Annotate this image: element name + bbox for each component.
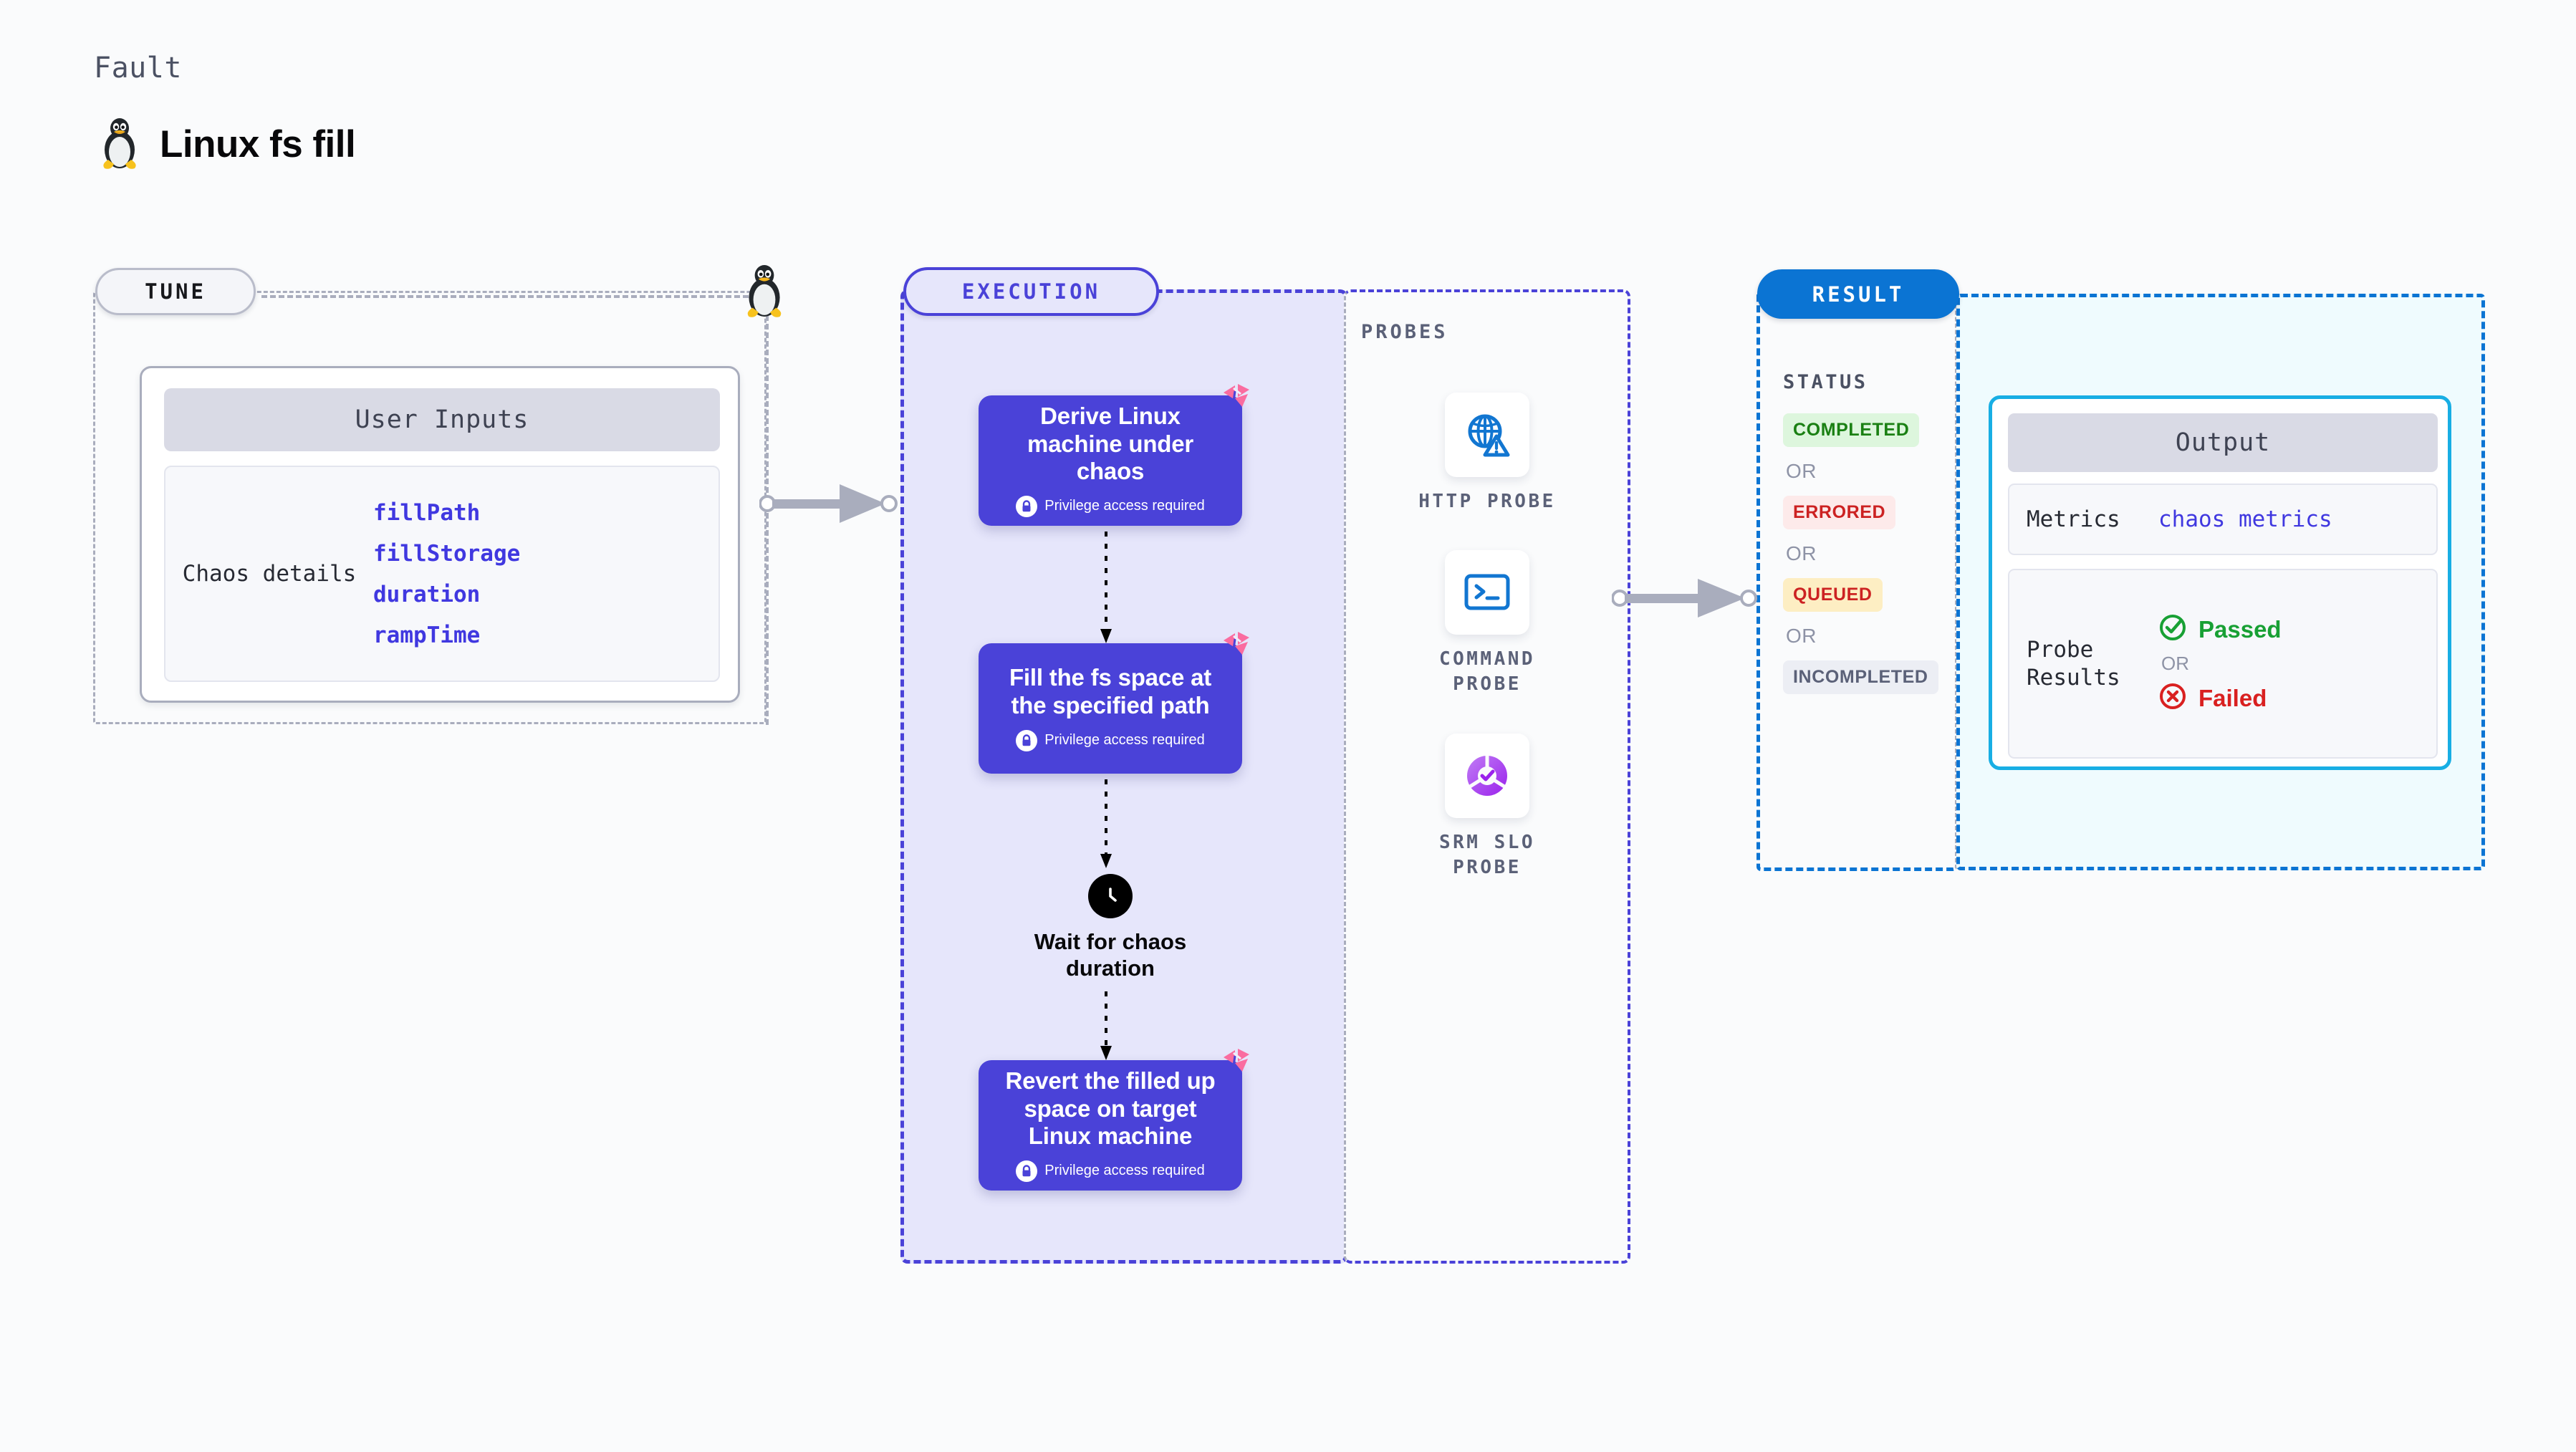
probes-title: PROBES	[1361, 321, 1448, 343]
arrow-probes-to-result	[1611, 576, 1762, 624]
output-metrics-key: Metrics	[2027, 506, 2120, 532]
output-header: Output	[2008, 413, 2438, 472]
probe-result-passed: Passed	[2158, 613, 2282, 645]
output-metrics-value[interactable]: chaos metrics	[2158, 506, 2332, 532]
output-metrics-row: Metrics chaos metrics	[2008, 484, 2438, 555]
execution-step-1-privilege: Privilege access required	[1016, 495, 1205, 517]
chaos-details-row: Chaos details fillPath fillStorage durat…	[164, 466, 720, 682]
input-duration[interactable]: duration	[373, 581, 481, 607]
check-circle-icon	[2158, 613, 2187, 645]
execution-step-2[interactable]: Fill the fs space at the specified path …	[979, 632, 1249, 774]
slo-donut-check-icon	[1445, 734, 1529, 818]
execution-step-1[interactable]: Derive Linux machine under chaos Privile…	[979, 384, 1249, 526]
status-badge-incompleted: INCOMPLETED	[1783, 660, 1938, 694]
execution-step-2-privilege: Privilege access required	[1016, 729, 1205, 751]
status-badge-completed: COMPLETED	[1783, 413, 1920, 447]
output-probe-results-values: Passed OR Failed	[2158, 613, 2282, 714]
input-fillStorage[interactable]: fillStorage	[373, 540, 521, 567]
fault-title-row: Linux fs fill	[98, 118, 356, 170]
lock-icon	[1016, 1160, 1038, 1182]
fault-kicker: Fault	[94, 52, 182, 85]
user-inputs-card: User Inputs Chaos details fillPath fillS…	[140, 366, 740, 703]
output-probe-results-row: Probe Results Passed OR	[2008, 569, 2438, 759]
status-badge-errored: ERRORED	[1783, 496, 1896, 529]
clock-icon	[1088, 874, 1133, 918]
chaos-flag-icon	[1219, 1044, 1254, 1082]
probe-result-passed-label: Passed	[2198, 615, 2282, 643]
terminal-icon	[1445, 550, 1529, 635]
chaos-details-values: fillPath fillStorage duration rampTime	[373, 500, 520, 648]
lock-icon	[1016, 495, 1038, 517]
x-circle-icon	[2158, 682, 2187, 714]
page-title: Linux fs fill	[160, 122, 356, 165]
chaos-details-label: Chaos details	[182, 561, 357, 587]
tune-chip[interactable]: TUNE	[95, 268, 256, 315]
probe-srm-slo[interactable]: SRM SLO PROBE	[1416, 734, 1559, 880]
tux-penguin-icon-connector	[741, 265, 787, 322]
probe-command-label: COMMAND PROBE	[1438, 648, 1536, 696]
execution-connector-1	[1100, 532, 1112, 648]
status-or-3: OR	[1786, 625, 1817, 647]
probe-result-failed: Failed	[2158, 682, 2282, 714]
lock-icon	[1016, 729, 1038, 751]
arrow-tune-to-execution	[759, 481, 903, 529]
probe-http-label: HTTP PROBE	[1418, 491, 1556, 512]
probe-srm-slo-label: SRM SLO PROBE	[1438, 832, 1536, 879]
privilege-note-2: Privilege access required	[1044, 732, 1205, 749]
tune-connector-horizontal	[261, 295, 749, 298]
chaos-flag-icon	[1219, 380, 1254, 418]
privilege-note-1: Privilege access required	[1044, 498, 1205, 514]
probe-result-failed-label: Failed	[2198, 684, 2267, 711]
status-or-2: OR	[1786, 542, 1817, 564]
status-list: COMPLETED OR ERRORED OR QUEUED OR INCOMP…	[1783, 413, 1938, 694]
probe-result-or: OR	[2161, 653, 2189, 674]
execution-step-3[interactable]: Revert the filled up space on target Lin…	[979, 1049, 1249, 1191]
execution-connector-2	[1100, 779, 1112, 873]
execution-step-3-privilege: Privilege access required	[1016, 1160, 1205, 1182]
wait-node-label: Wait for chaos duration	[1034, 929, 1187, 981]
tune-connector-vertical	[766, 315, 769, 725]
chaos-flag-icon	[1219, 628, 1254, 665]
input-rampTime[interactable]: rampTime	[373, 622, 481, 648]
output-probe-results-key: Probe Results	[2027, 636, 2120, 691]
input-fillPath[interactable]: fillPath	[373, 499, 481, 526]
execution-chip[interactable]: EXECUTION	[903, 267, 1159, 316]
status-title: STATUS	[1783, 371, 1868, 393]
execution-step-3-title: Revert the filled up space on target Lin…	[1005, 1067, 1216, 1150]
globe-warning-icon	[1445, 393, 1529, 477]
execution-connector-3	[1100, 991, 1112, 1065]
wait-node: Wait for chaos duration	[994, 874, 1226, 981]
tux-penguin-icon	[98, 118, 141, 170]
probe-http[interactable]: HTTP PROBE	[1416, 393, 1559, 514]
execution-step-2-title: Fill the fs space at the specified path	[1009, 664, 1212, 718]
probe-command[interactable]: COMMAND PROBE	[1416, 550, 1559, 697]
execution-step-1-title: Derive Linux machine under chaos	[1027, 403, 1194, 485]
status-badge-queued: QUEUED	[1783, 578, 1883, 612]
privilege-note-3: Privilege access required	[1044, 1163, 1205, 1179]
user-inputs-header: User Inputs	[164, 388, 720, 451]
result-chip[interactable]: RESULT	[1757, 269, 1959, 319]
status-or-1: OR	[1786, 460, 1817, 482]
output-card: Output Metrics chaos metrics Probe Resul…	[1989, 395, 2451, 770]
